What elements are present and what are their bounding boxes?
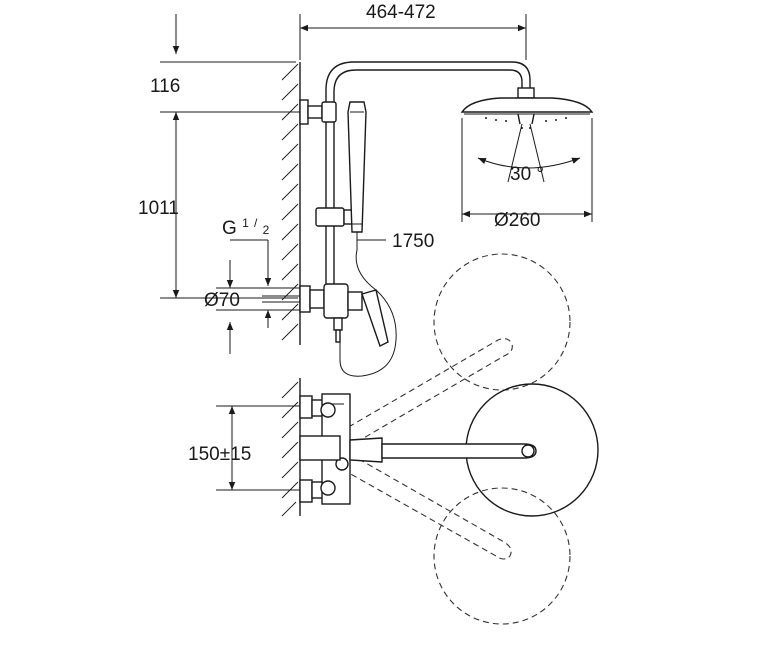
mixer-top-view (299, 253, 599, 625)
thread-denominator: 2 (263, 223, 270, 237)
thread-numerator: 1 (242, 216, 249, 230)
height-label: 1011 (138, 198, 179, 219)
wall-hatching-top (281, 62, 301, 345)
dimension-lines-bottom (216, 405, 300, 491)
shower-column (299, 61, 531, 377)
thread-letter: G (222, 218, 237, 239)
wall-offset-label: 116 (150, 76, 180, 97)
dimension-lines-top (160, 14, 593, 354)
connection-spacing-label: 150±15 (188, 444, 251, 465)
mixer-valve-side (299, 283, 389, 347)
head-diameter-label: Ø260 (494, 210, 540, 231)
hose-length-label: 1750 (392, 231, 434, 252)
wall-hatching-bottom (281, 378, 301, 517)
overhead-shower-head (460, 87, 594, 183)
arm-length-label: 464-472 (366, 2, 436, 23)
thread-label: G 1 / 2 (222, 211, 270, 239)
rosette-diameter-label: Ø70 (204, 290, 240, 311)
spray-angle-label: 30 ° (510, 164, 544, 185)
